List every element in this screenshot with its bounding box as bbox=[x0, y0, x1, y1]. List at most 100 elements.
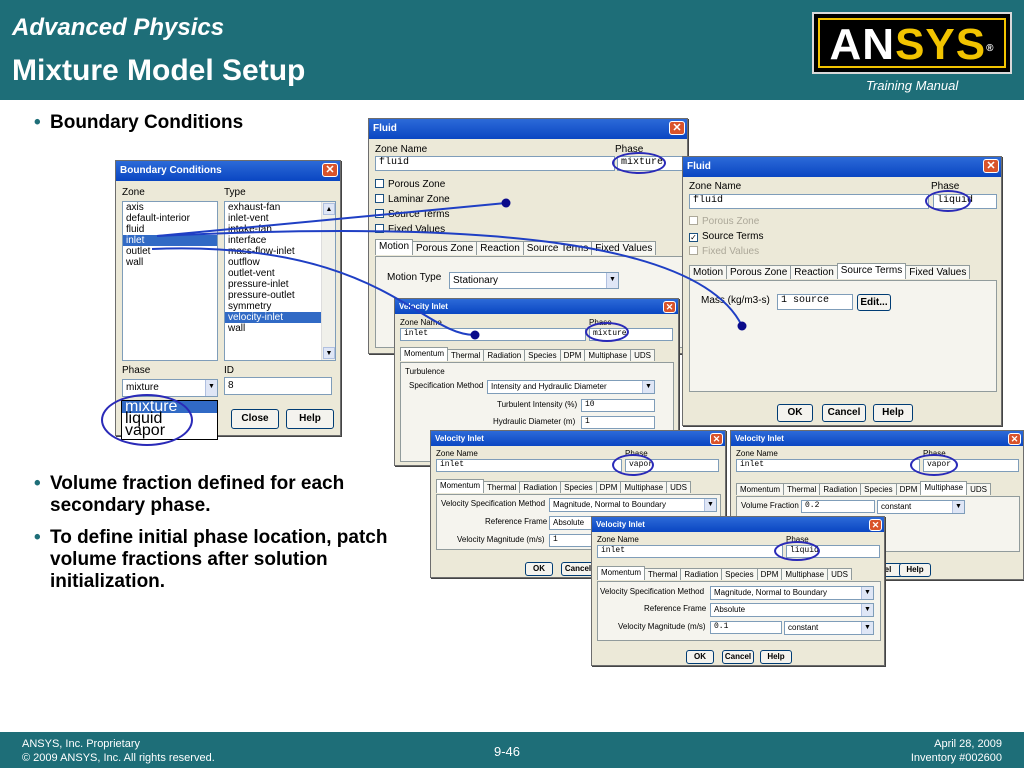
type-list[interactable]: exhaust-fan inlet-vent intake-fan interf… bbox=[224, 201, 336, 361]
chevron-down-icon[interactable]: ▼ bbox=[642, 381, 654, 393]
date-label: April 28, 2009 bbox=[934, 738, 1002, 750]
close-icon[interactable]: ✕ bbox=[983, 159, 999, 173]
velocity-spec-method-dropdown[interactable]: Magnitude, Normal to Boundary▼ bbox=[710, 586, 874, 600]
ok-button[interactable]: OK bbox=[686, 650, 714, 664]
dialog-titlebar: Fluid bbox=[369, 119, 687, 139]
close-icon[interactable]: ✕ bbox=[869, 519, 882, 531]
list-item[interactable]: pressure-inlet bbox=[228, 279, 289, 290]
zone-name-label: Zone Name bbox=[689, 181, 742, 192]
boundary-conditions-dialog: Boundary Conditions ✕ Zone Type axis def… bbox=[115, 160, 341, 436]
close-button[interactable]: Close bbox=[231, 409, 279, 429]
source-terms-panel bbox=[689, 280, 997, 392]
list-item[interactable]: mass-flow-inlet bbox=[228, 246, 295, 257]
zone-name-field[interactable]: fluid bbox=[375, 156, 615, 171]
list-item[interactable]: inlet bbox=[123, 235, 217, 246]
chevron-down-icon[interactable]: ▼ bbox=[606, 273, 618, 288]
list-item[interactable]: outlet-vent bbox=[228, 268, 275, 279]
list-item[interactable]: symmetry bbox=[228, 301, 272, 312]
scroll-down-icon[interactable]: ▼ bbox=[323, 347, 335, 359]
chevron-down-icon[interactable]: ▼ bbox=[861, 587, 873, 599]
tab-source-terms[interactable]: Source Terms bbox=[836, 263, 907, 279]
close-icon[interactable]: ✕ bbox=[663, 301, 676, 313]
velocity-magnitude-field[interactable]: 0.1 bbox=[710, 621, 782, 634]
volume-fraction-field[interactable]: 0.2 bbox=[801, 500, 875, 513]
fixed-values-checkbox[interactable]: Fixed Values bbox=[375, 224, 445, 235]
ok-button[interactable]: OK bbox=[777, 404, 813, 422]
turbulent-intensity-field[interactable]: 10 bbox=[581, 399, 655, 412]
connector-dot bbox=[470, 330, 480, 340]
mixture-phase-highlight bbox=[612, 152, 666, 174]
close-icon[interactable]: ✕ bbox=[1008, 433, 1021, 445]
list-item[interactable]: interface bbox=[228, 235, 267, 246]
tab-multiphase[interactable]: Multiphase bbox=[920, 481, 968, 495]
zone-name-label: Zone Name bbox=[400, 318, 442, 327]
help-button[interactable]: Help bbox=[760, 650, 792, 664]
vapor-inlet-highlight bbox=[612, 454, 654, 476]
chevron-down-icon[interactable]: ▼ bbox=[861, 622, 873, 634]
tab-uds[interactable]: UDS bbox=[666, 481, 691, 493]
dialog-titlebar: Velocity Inlet bbox=[431, 431, 725, 446]
slide-title: Mixture Model Setup bbox=[12, 54, 306, 87]
phase-label: Phase bbox=[615, 144, 644, 155]
tab-momentum[interactable]: Momentum bbox=[597, 566, 646, 580]
help-button[interactable]: Help bbox=[899, 563, 931, 577]
velocity-magnitude-method-dropdown[interactable]: constant▼ bbox=[784, 621, 874, 635]
bullet-volume-fraction: •Volume fraction defined for each second… bbox=[34, 473, 345, 516]
source-terms-checkbox[interactable]: Source Terms bbox=[375, 209, 450, 220]
motion-type-dropdown[interactable]: Stationary▼ bbox=[449, 272, 619, 289]
list-item[interactable]: exhaust-fan bbox=[228, 202, 281, 213]
liquid-inlet-highlight bbox=[774, 541, 820, 561]
tab-uds[interactable]: UDS bbox=[827, 568, 852, 580]
close-icon[interactable]: ✕ bbox=[322, 163, 338, 177]
tab-momentum[interactable]: Momentum bbox=[436, 479, 485, 493]
id-field[interactable]: 8 bbox=[224, 377, 332, 395]
type-label: Type bbox=[224, 187, 246, 198]
velocity-spec-method-dropdown[interactable]: Magnitude, Normal to Boundary▼ bbox=[549, 498, 717, 512]
list-item[interactable]: axis bbox=[126, 202, 144, 213]
id-label: ID bbox=[224, 365, 234, 376]
reference-frame-dropdown[interactable]: Absolute▼ bbox=[710, 603, 874, 617]
zone-name-label: Zone Name bbox=[736, 449, 778, 458]
mass-field[interactable]: 1 source bbox=[777, 294, 853, 310]
zone-name-field[interactable]: inlet bbox=[436, 459, 622, 472]
scrollbar[interactable]: ▲▼ bbox=[321, 202, 335, 360]
help-button[interactable]: Help bbox=[286, 409, 334, 429]
specification-method-label: Specification Method bbox=[409, 381, 484, 390]
laminar-zone-checkbox[interactable]: Laminar Zone bbox=[375, 194, 450, 205]
list-item[interactable]: fluid bbox=[126, 224, 145, 235]
help-button[interactable]: Help bbox=[873, 404, 913, 422]
scroll-up-icon[interactable]: ▲ bbox=[323, 203, 335, 215]
ok-button[interactable]: OK bbox=[525, 562, 553, 576]
hydraulic-diameter-field[interactable]: 1 bbox=[581, 416, 655, 429]
slide-footer: ANSYS, Inc. Proprietary © 2009 ANSYS, In… bbox=[0, 732, 1024, 768]
list-item[interactable]: velocity-inlet bbox=[225, 312, 335, 323]
list-item[interactable]: default-interior bbox=[126, 213, 190, 224]
source-terms-checkbox[interactable]: ✓Source Terms bbox=[689, 231, 764, 242]
close-icon[interactable]: ✕ bbox=[669, 121, 685, 135]
list-item[interactable]: inlet-vent bbox=[228, 213, 269, 224]
chevron-down-icon[interactable]: ▼ bbox=[205, 380, 217, 396]
chevron-down-icon[interactable]: ▼ bbox=[704, 499, 716, 511]
tab-uds[interactable]: UDS bbox=[630, 349, 655, 361]
volume-fraction-method-dropdown[interactable]: constant▼ bbox=[877, 500, 965, 514]
list-item[interactable]: outlet bbox=[126, 246, 151, 257]
phase-label: Phase bbox=[786, 535, 809, 544]
tab-momentum[interactable]: Momentum bbox=[400, 347, 449, 361]
specification-method-dropdown[interactable]: Intensity and Hydraulic Diameter▼ bbox=[487, 380, 655, 394]
tab-motion[interactable]: Motion bbox=[375, 239, 414, 255]
close-icon[interactable]: ✕ bbox=[710, 433, 723, 445]
zone-list[interactable]: axis default-interior fluid inlet outlet… bbox=[122, 201, 218, 361]
chevron-down-icon[interactable]: ▼ bbox=[861, 604, 873, 616]
edit-button[interactable]: Edit... bbox=[857, 294, 891, 311]
phase-options-highlight bbox=[101, 394, 193, 446]
chevron-down-icon[interactable]: ▼ bbox=[952, 501, 964, 513]
list-item[interactable]: outflow bbox=[228, 257, 260, 268]
list-item[interactable]: wall bbox=[126, 257, 144, 268]
zone-name-field[interactable]: inlet bbox=[597, 545, 783, 558]
list-item[interactable]: intake-fan bbox=[228, 224, 272, 235]
list-item[interactable]: pressure-outlet bbox=[228, 290, 295, 301]
cancel-button[interactable]: Cancel bbox=[722, 650, 754, 664]
cancel-button[interactable]: Cancel bbox=[822, 404, 866, 422]
porous-zone-checkbox[interactable]: Porous Zone bbox=[375, 179, 445, 190]
list-item[interactable]: wall bbox=[228, 323, 246, 334]
